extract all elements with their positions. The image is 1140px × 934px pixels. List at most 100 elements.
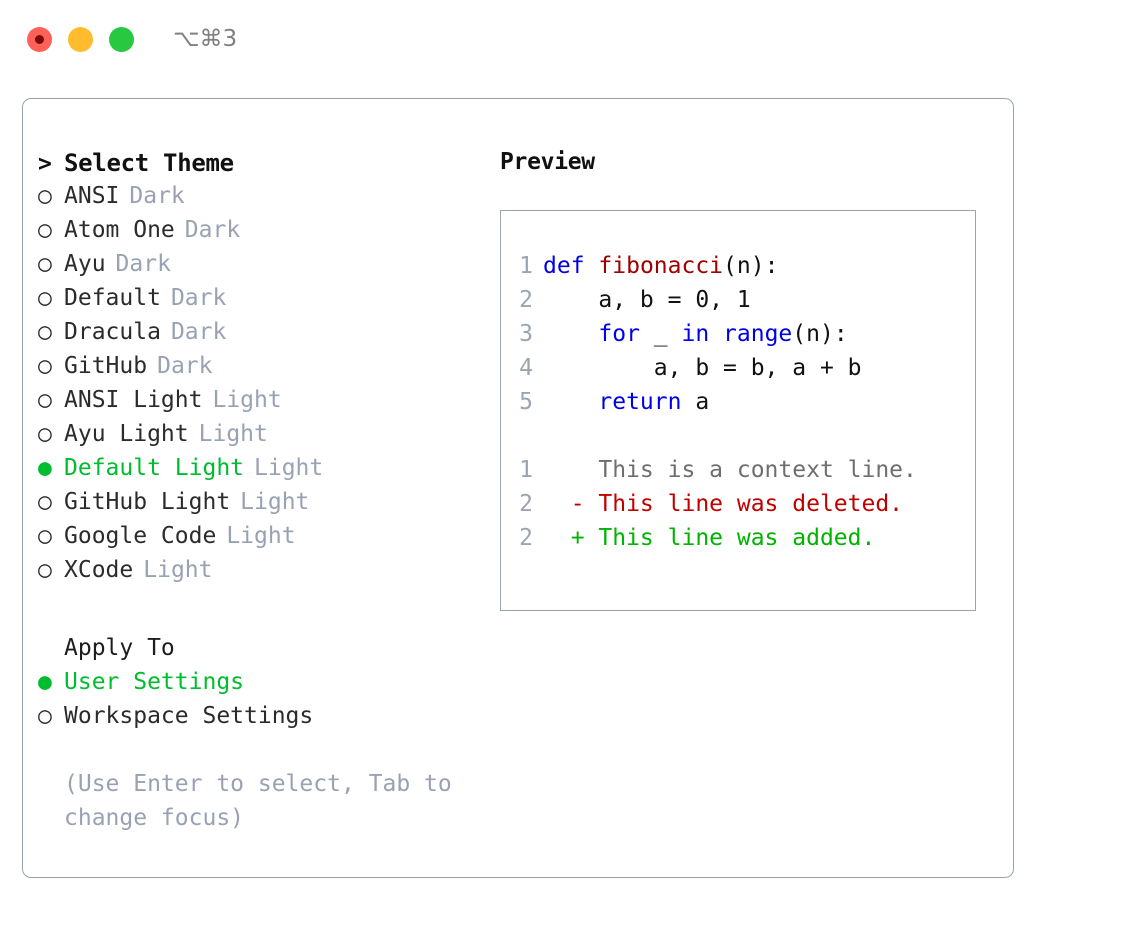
theme-option-label: Default	[64, 285, 161, 311]
theme-variant-tag: Dark	[170, 285, 227, 311]
radio-unselected-icon: ○	[38, 703, 52, 729]
apply-to-option-user-settings[interactable]: ● User Settings	[38, 669, 485, 703]
code-line-text: def fibonacci(n):	[543, 253, 778, 279]
theme-option-label: GitHub Light	[64, 489, 231, 515]
radio-unselected-icon: ○	[38, 557, 52, 583]
line-number: 2	[519, 491, 533, 517]
theme-option-label: Ayu	[64, 251, 106, 277]
close-button[interactable]	[27, 26, 52, 52]
theme-option-xcode[interactable]: ○ XCode Light	[38, 557, 485, 591]
radio-unselected-icon: ○	[38, 523, 52, 549]
diff-line: 2 - This line was deleted.	[501, 491, 975, 525]
apply-to-header-label: Apply To	[64, 635, 175, 661]
code-token: in	[681, 321, 710, 347]
line-number: 1	[519, 457, 533, 483]
code-line-text: a, b = 0, 1	[543, 287, 751, 313]
minimize-button[interactable]	[68, 26, 93, 52]
theme-option-label: XCode	[64, 557, 134, 583]
code-token	[543, 321, 598, 347]
theme-option-label: Google Code	[64, 523, 217, 549]
diff-line: 2 + This line was added.	[501, 525, 975, 559]
radio-unselected-icon: ○	[38, 353, 52, 379]
code-token	[585, 253, 599, 279]
theme-variant-tag: Dark	[129, 183, 185, 209]
theme-option-ansi[interactable]: ○ ANSI Dark	[38, 183, 485, 217]
diff-line: 1 This is a context line.	[501, 457, 975, 491]
line-number: 1	[519, 253, 533, 279]
diff-marker: -	[543, 491, 585, 517]
apply-to-header: Apply To	[38, 635, 485, 669]
code-token: range	[723, 321, 793, 347]
theme-option-github-light[interactable]: ○ GitHub Light Light	[38, 489, 485, 523]
code-token: return	[598, 389, 682, 415]
theme-variant-tag: Light	[226, 523, 296, 549]
theme-option-label: Default Light	[64, 455, 245, 481]
radio-unselected-icon: ○	[38, 319, 52, 345]
line-number: 2	[519, 525, 533, 551]
apply-to-option-label: User Settings	[64, 669, 245, 695]
radio-unselected-icon: ○	[38, 421, 52, 447]
theme-option-default-light[interactable]: ● Default Light Light	[38, 455, 485, 489]
code-line: 5 return a	[501, 389, 975, 423]
radio-unselected-icon: ○	[38, 183, 52, 209]
theme-option-google-code[interactable]: ○ Google Code Light	[38, 523, 485, 557]
theme-option-label: Atom One	[64, 217, 175, 243]
theme-variant-tag: Light	[240, 489, 310, 515]
code-token	[709, 321, 723, 347]
code-token: def	[543, 253, 585, 279]
apply-to-option-workspace-settings[interactable]: ○ Workspace Settings	[38, 703, 485, 737]
code-token: (n):	[792, 321, 848, 347]
code-line: 2 a, b = 0, 1	[501, 287, 975, 321]
code-line: 1 def fibonacci(n):	[501, 253, 975, 287]
code-token: a, b = 0, 1	[543, 287, 751, 313]
theme-option-label: ANSI	[64, 183, 120, 209]
line-number: 3	[519, 321, 533, 347]
theme-variant-tag: Light	[143, 557, 213, 583]
diff-marker	[543, 457, 585, 483]
code-token: _	[639, 321, 682, 347]
title-bar: ⌥⌘3	[0, 0, 1140, 78]
radio-unselected-icon: ○	[38, 489, 52, 515]
apply-to-option-list: ● User Settings ○ Workspace Settings	[38, 669, 485, 737]
line-number: 4	[519, 355, 533, 381]
keyboard-hint-text: (Use Enter to select, Tab to change focu…	[64, 771, 452, 831]
code-token: for	[598, 321, 640, 347]
theme-option-label: Ayu Light	[64, 421, 189, 447]
theme-variant-tag: Dark	[115, 251, 171, 277]
code-token	[543, 389, 598, 415]
select-theme-header-label: Select Theme	[64, 149, 234, 177]
theme-option-label: Dracula	[64, 319, 161, 345]
code-diff-spacer	[501, 423, 975, 457]
apply-to-option-label: Workspace Settings	[64, 703, 314, 729]
diff-sample: 1 This is a context line.2 - This line w…	[501, 457, 975, 559]
line-number: 5	[519, 389, 533, 415]
diff-line-text: This line was deleted.	[584, 491, 904, 517]
keyboard-shortcut-label: ⌥⌘3	[173, 26, 238, 52]
theme-option-default[interactable]: ○ Default Dark	[38, 285, 485, 319]
theme-option-label: GitHub	[64, 353, 148, 379]
preview-title: Preview	[500, 149, 595, 175]
maximize-button[interactable]	[109, 26, 134, 52]
radio-selected-icon: ●	[38, 455, 52, 481]
code-line-text: for _ in range(n):	[543, 321, 848, 347]
radio-unselected-icon: ○	[38, 285, 52, 311]
diff-line-text: This line was added.	[584, 525, 876, 551]
code-line-text: a, b = b, a + b	[543, 355, 862, 381]
code-token: a, b = b, a + b	[543, 355, 862, 381]
line-number: 2	[519, 287, 533, 313]
theme-variant-tag: Dark	[184, 217, 241, 243]
radio-selected-icon: ●	[38, 669, 52, 695]
theme-variant-tag: Light	[254, 455, 324, 481]
